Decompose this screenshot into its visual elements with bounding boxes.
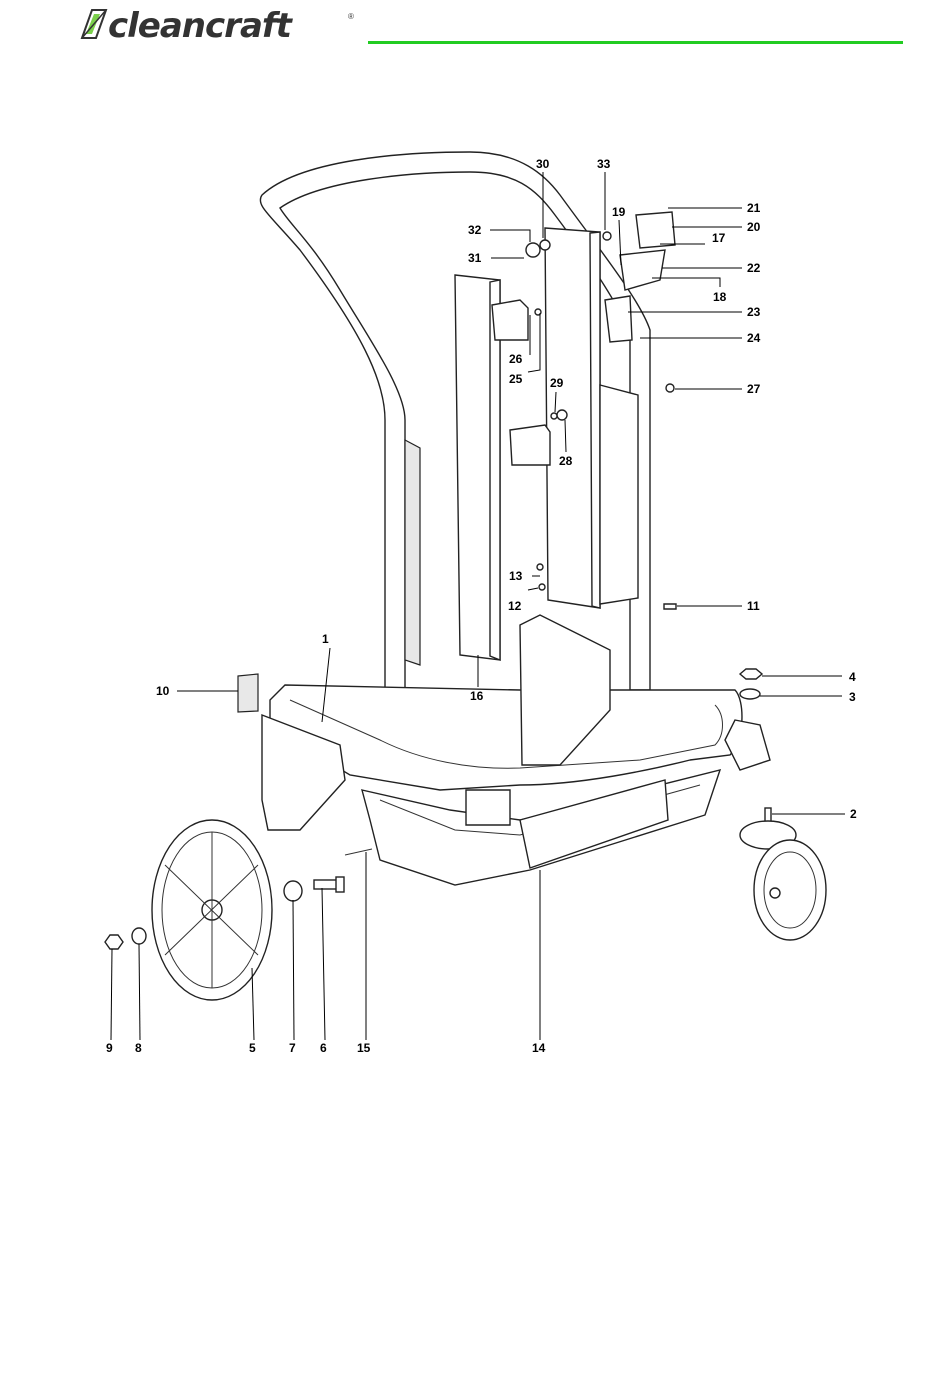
callout-19: 19 <box>612 205 626 219</box>
callout-23: 23 <box>747 305 761 319</box>
screw-11 <box>664 604 676 609</box>
callout-1: 1 <box>322 632 329 646</box>
rear-bracket <box>405 440 420 665</box>
callout-27: 27 <box>747 382 761 396</box>
large-wheel <box>152 820 272 1000</box>
callout-7: 7 <box>289 1041 296 1055</box>
callout-14: 14 <box>532 1041 546 1055</box>
callout-22: 22 <box>747 261 761 275</box>
callout-20: 20 <box>747 220 761 234</box>
bracket-23 <box>605 296 632 342</box>
callout-13: 13 <box>509 569 523 583</box>
callout-16: 16 <box>470 689 484 703</box>
callout-31: 31 <box>468 251 482 265</box>
callout-24: 24 <box>747 331 761 345</box>
washer-12 <box>539 584 545 590</box>
knob-washer <box>540 240 550 250</box>
nut-29 <box>551 413 557 419</box>
nut-13 <box>537 564 543 570</box>
callout-10: 10 <box>156 684 170 698</box>
callout-6: 6 <box>320 1041 327 1055</box>
callout-28: 28 <box>559 454 573 468</box>
bolt-head-6 <box>336 877 344 892</box>
callout-15: 15 <box>357 1041 371 1055</box>
callout-17: 17 <box>712 231 726 245</box>
callout-21: 21 <box>747 201 761 215</box>
callout-2: 2 <box>850 807 857 821</box>
callout-8: 8 <box>135 1041 142 1055</box>
knob <box>526 243 540 257</box>
callout-12: 12 <box>508 599 522 613</box>
pin-15 <box>345 849 372 855</box>
bushing-7 <box>284 881 302 901</box>
callout-9: 9 <box>106 1041 113 1055</box>
callout-5: 5 <box>249 1041 256 1055</box>
callout-29: 29 <box>550 376 564 390</box>
washer-8 <box>132 928 146 944</box>
callout-30: 30 <box>536 157 550 171</box>
caster-wheel <box>740 808 826 940</box>
left-mounting-plate <box>455 275 500 660</box>
callout-26: 26 <box>509 352 523 366</box>
callout-32: 32 <box>468 223 482 237</box>
callout-11: 11 <box>747 599 760 613</box>
clamp-lower <box>510 425 550 465</box>
callout-3: 3 <box>849 690 856 704</box>
callout-4: 4 <box>849 670 856 684</box>
fastener-33 <box>603 232 611 240</box>
rubber-buffer <box>238 674 258 712</box>
base-tray <box>362 770 720 885</box>
nut-4 <box>740 669 762 679</box>
top-bracket <box>620 250 665 290</box>
washer-3 <box>740 689 760 699</box>
callout-25: 25 <box>509 372 523 386</box>
callout-18: 18 <box>713 290 727 304</box>
clamp-upper <box>492 300 528 340</box>
top-clamp <box>636 212 675 248</box>
nut-9 <box>105 935 123 949</box>
knob-27 <box>666 384 674 392</box>
washer-28 <box>557 410 567 420</box>
callout-33: 33 <box>597 157 611 171</box>
